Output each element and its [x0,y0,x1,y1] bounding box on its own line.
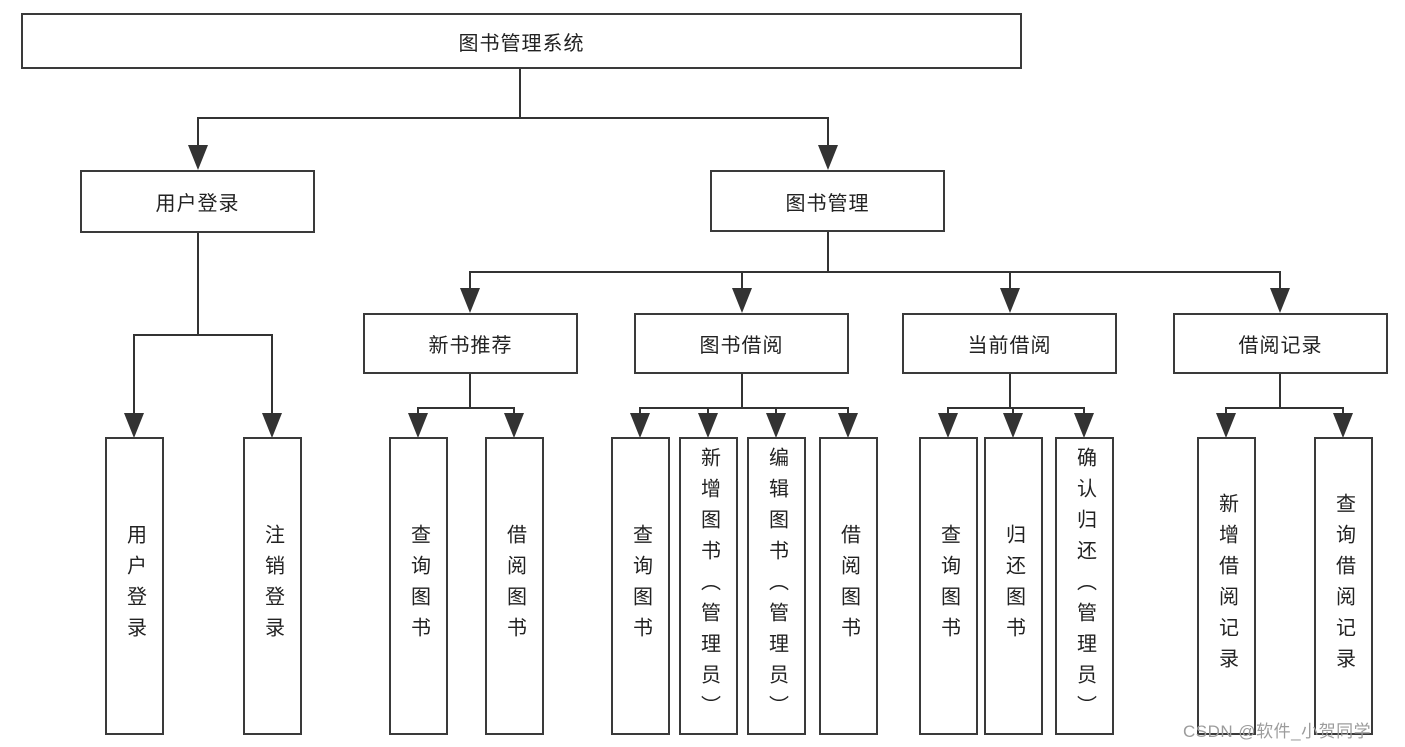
leaf-borrow-books: 借阅图书 [819,437,878,735]
leaf-edit-books-admin: 编辑图书（管理员） [747,437,806,735]
leaf-label: 编辑图书（管理员） [765,446,788,726]
leaf-label: 查询图书 [407,524,430,648]
leaf-label: 查询图书 [937,524,960,648]
csdn-watermark: CSDN @软件_小贺同学 [1183,722,1372,741]
leaf-label: 借阅图书 [837,524,860,648]
leaf-query-borrow-record: 查询借阅记录 [1314,437,1373,735]
leaf-logout: 注销登录 [243,437,302,735]
leaf-user-login: 用户登录 [105,437,164,735]
leaf-borrow-books-recommend: 借阅图书 [485,437,544,735]
leaf-return-books: 归还图书 [984,437,1043,735]
leaf-add-books-admin: 新增图书（管理员） [679,437,738,735]
leaf-label: 借阅图书 [503,524,526,648]
node-current-borrowing: 当前借阅 [902,313,1117,374]
leaf-query-books-borrow: 查询图书 [611,437,670,735]
node-library-management-system: 图书管理系统 [21,13,1022,69]
leaf-label: 确认归还（管理员） [1073,446,1096,726]
leaf-label: 查询图书 [629,524,652,648]
leaf-label: 新增图书（管理员） [697,446,720,726]
node-borrowing-records: 借阅记录 [1173,313,1388,374]
leaf-query-books-recommend: 查询图书 [389,437,448,735]
leaf-label: 用户登录 [123,524,146,648]
leaf-add-borrow-record: 新增借阅记录 [1197,437,1256,735]
node-book-management: 图书管理 [710,170,945,232]
leaf-confirm-return-admin: 确认归还（管理员） [1055,437,1114,735]
leaf-label: 注销登录 [261,524,284,648]
node-book-borrowing: 图书借阅 [634,313,849,374]
leaf-label: 新增借阅记录 [1215,493,1238,679]
node-new-book-recommendation: 新书推荐 [363,313,578,374]
node-user-login: 用户登录 [80,170,315,233]
leaf-query-books-current: 查询图书 [919,437,978,735]
leaf-label: 查询借阅记录 [1332,493,1355,679]
arrowheads [124,145,1353,438]
leaf-label: 归还图书 [1002,524,1025,648]
